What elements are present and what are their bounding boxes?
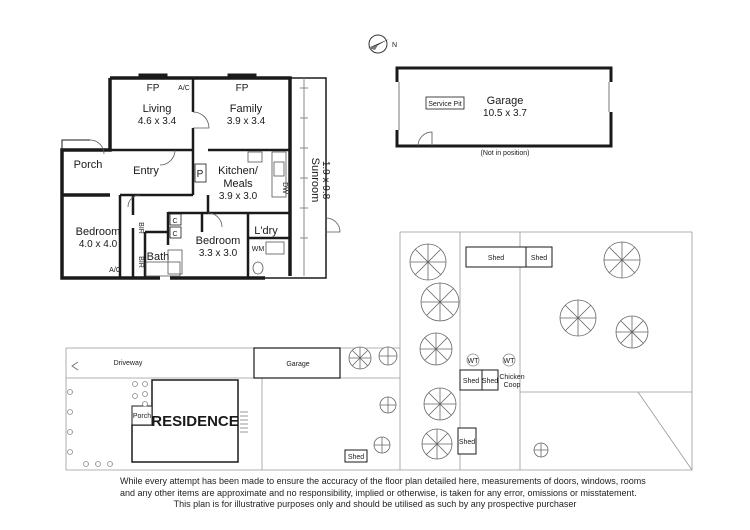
shed-label-2: Shed: [531, 255, 547, 262]
fp-label-family: FP: [236, 83, 249, 94]
tree-icon: [421, 428, 453, 460]
kitchen-name-1: Kitchen/: [218, 165, 259, 177]
garage-dims: 10.5 x 3.7: [483, 108, 527, 119]
tree-icon: [603, 241, 641, 279]
shed-label-1: Shed: [488, 255, 504, 262]
shed-2: [525, 246, 553, 268]
compass: N: [368, 34, 397, 54]
sunroom-windows: [300, 78, 308, 276]
cupboard-label-2: C: [172, 231, 177, 238]
bedroom1-name: Bedroom: [76, 226, 121, 238]
bath-name: Bath: [147, 251, 170, 263]
fireplace-family: [227, 73, 257, 80]
residence-porch: [131, 405, 153, 426]
site-garage-label: Garage: [286, 361, 309, 368]
shed-4: [481, 369, 499, 391]
living-dims: 4.6 x 3.4: [138, 116, 177, 127]
sunroom-wall: [265, 77, 327, 279]
kitchen-sink: [273, 161, 285, 177]
living-name: Living: [143, 103, 172, 115]
tree-icon: [559, 299, 597, 337]
chicken-coop-label-2: Coop: [504, 382, 521, 389]
bedroom1-dims: 4.0 x 4.0: [79, 239, 118, 250]
trees: [348, 241, 649, 460]
tree-icon: [420, 282, 460, 322]
family-name: Family: [230, 103, 263, 115]
shed-label-6: Shed: [348, 454, 364, 461]
door-swings: [89, 111, 341, 233]
pantry-label: P: [197, 169, 204, 180]
chicken-coop-label-1: Chicken: [499, 374, 524, 381]
garage-note: (Not in position): [480, 150, 529, 157]
bedroom2-name: Bedroom: [196, 235, 241, 247]
tree-icon: [373, 436, 391, 454]
tree-icon: [419, 332, 453, 366]
dw-label: DW: [281, 182, 288, 194]
water-tank-2: [502, 353, 516, 367]
ac-label-bedroom: A/C: [109, 267, 121, 274]
fp-label-living: FP: [147, 83, 160, 94]
shower: [167, 249, 183, 275]
water-tank-label-2: WT: [504, 358, 516, 365]
fireplace-living: [138, 73, 168, 80]
sunroom-dims: 1.9 x 9.8: [320, 161, 331, 200]
house-plan: [60, 73, 341, 280]
sunroom-name: Sunroom: [309, 158, 321, 203]
entry-name: Entry: [133, 165, 159, 177]
tree-icon: [409, 243, 447, 281]
tree-icon: [615, 315, 649, 349]
site-boundary: [65, 231, 693, 471]
residence-label: RESIDENCE: [151, 413, 239, 430]
water-tank-1: [466, 353, 480, 367]
garage-name: Garage: [487, 95, 524, 107]
site-plan: [65, 231, 693, 471]
water-tank-label-1: WT: [468, 358, 480, 365]
toilet: [252, 261, 264, 275]
tree-icon: [423, 387, 457, 421]
kitchen-bench: [271, 151, 287, 198]
garage-plan: Service Pit Garage 10.5 x 3.7 (Not in po…: [395, 66, 613, 157]
disclaimer-line-3: This plan is for illustrative purposes o…: [173, 499, 577, 509]
residence-porch-label: Porch: [133, 413, 151, 420]
service-pit-box: [425, 96, 465, 110]
porch-outline: [61, 139, 90, 150]
shed-5: [457, 427, 477, 455]
house-labels: FP FP A/C Living 4.6 x 3.4 Family 3.9 x …: [74, 83, 331, 274]
ac-label-living: A/C: [178, 85, 190, 92]
kitchen-dims: 3.9 x 3.0: [219, 191, 258, 202]
disclaimer: While every attempt has been made to ens…: [120, 476, 646, 511]
porch-name: Porch: [74, 159, 103, 171]
bir-label-1: BIR: [137, 222, 144, 234]
shed-label-3: Shed: [463, 378, 479, 385]
disclaimer-line-2: and any other items are approximate and …: [120, 487, 637, 498]
compass-north-label: N: [392, 42, 397, 49]
site-labels: Driveway Garage RESIDENCE Porch Shed She…: [114, 255, 548, 461]
laundry-name: L'dry: [254, 225, 278, 237]
garden-dots: [67, 381, 148, 467]
bir-label-2: BIR: [137, 256, 144, 268]
kitchen-cooktop: [247, 151, 263, 163]
bath-tub: [145, 261, 181, 277]
shed-6: [344, 449, 368, 463]
tree-icon: [533, 442, 549, 458]
bedroom2-dims: 3.3 x 3.0: [199, 248, 238, 259]
kitchen-name-2: Meals: [223, 178, 253, 190]
tree-icon: [379, 396, 397, 414]
laundry-tub: [265, 241, 285, 255]
disclaimer-line-1: While every attempt has been made to ens…: [120, 476, 646, 486]
driveway-label: Driveway: [114, 360, 143, 367]
tree-icon: [378, 346, 398, 366]
internal-walls: [110, 78, 290, 278]
family-dims: 3.9 x 3.4: [227, 116, 266, 127]
wm-label: WM: [252, 246, 265, 253]
site-garage: [253, 347, 341, 379]
cupboard-label-1: C: [172, 218, 177, 225]
service-pit-label: Service Pit: [428, 101, 462, 108]
shed-label-4: Shed: [482, 378, 498, 385]
tree-icon: [348, 346, 372, 370]
shed-label-5: Shed: [459, 439, 475, 446]
